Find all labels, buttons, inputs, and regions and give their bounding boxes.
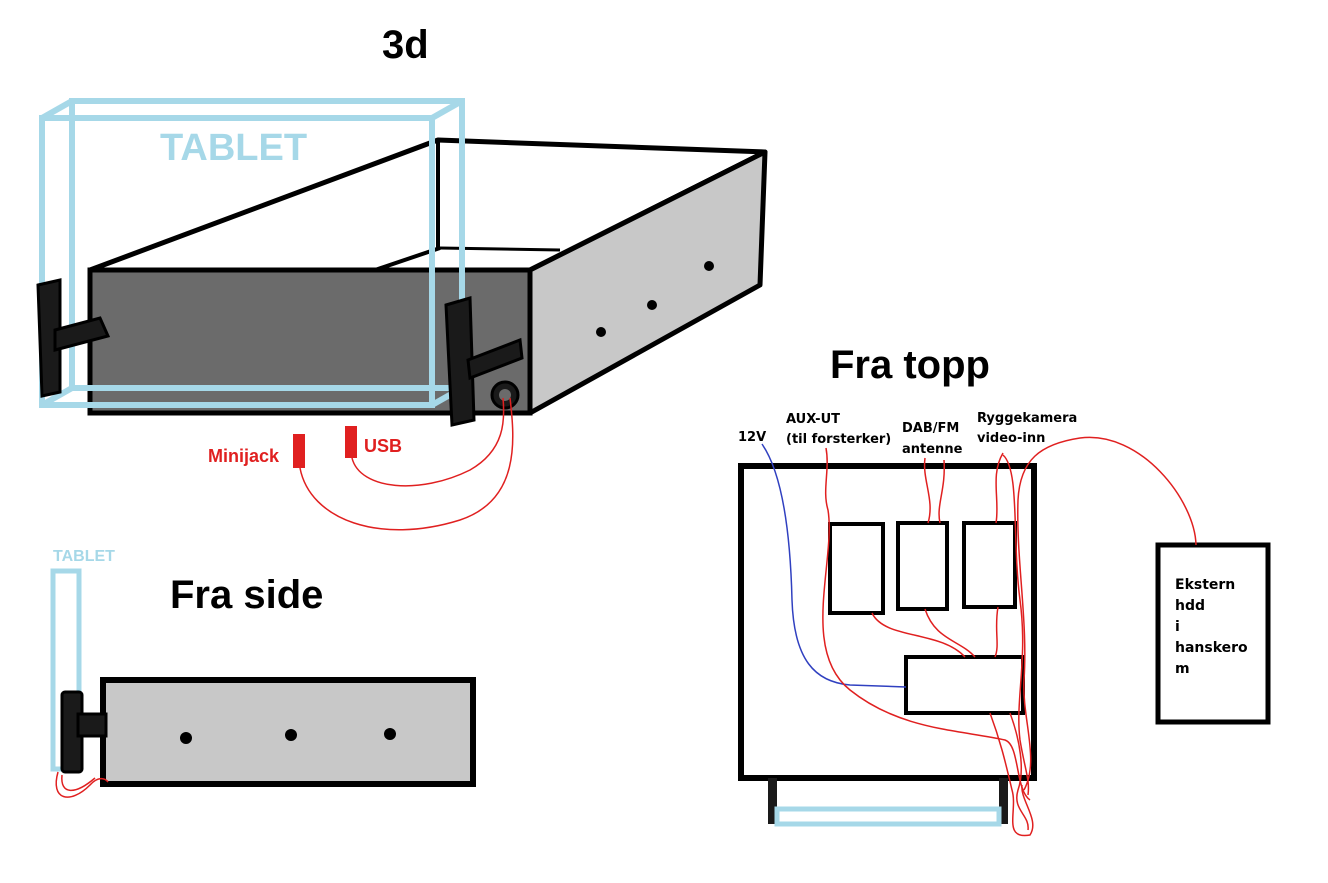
minijack-plug <box>293 434 305 468</box>
usb-label: USB <box>364 436 402 456</box>
top-leg-left <box>768 778 777 824</box>
title-top: Fra topp <box>830 343 990 387</box>
tablet-side-label: TABLET <box>53 548 115 565</box>
wires-red <box>822 436 1197 837</box>
view-top: Fra topp 12V AUX-UT (til forsterker) DAB… <box>738 343 1271 837</box>
module-camera <box>962 521 1017 609</box>
label-aux-line1: AUX-UT <box>786 412 840 427</box>
mount-bracket-right <box>444 296 524 427</box>
view-side: Fra side TABLET <box>50 548 476 798</box>
view-3d: 3d TABLET <box>36 23 768 531</box>
label-camera-line1: Ryggekamera <box>977 411 1077 426</box>
box-side-hole <box>180 732 192 744</box>
title-3d: 3d <box>382 23 429 67</box>
side-cable <box>55 771 109 798</box>
top-leg-right <box>999 778 1008 824</box>
top-enclosure <box>738 463 1037 781</box>
box-side-hole <box>285 729 297 741</box>
label-dab-line1: DAB/FM <box>902 421 959 436</box>
box-3d-hole <box>647 300 657 310</box>
usb-cable <box>351 397 505 487</box>
box-side-hole <box>384 728 396 740</box>
label-aux-line2: (til forsterker) <box>786 432 891 447</box>
mount-bracket-side <box>60 690 108 774</box>
usb-plug <box>345 426 357 458</box>
module-dab <box>896 521 949 611</box>
tablet-3d-frame <box>39 98 465 408</box>
minijack-cable <box>299 397 514 531</box>
box-3d-hole <box>704 261 714 271</box>
main-board <box>904 655 1025 715</box>
module-aux <box>828 522 885 615</box>
label-12v: 12V <box>738 430 766 445</box>
title-side: Fra side <box>170 573 323 617</box>
tablet-3d-label: TABLET <box>160 127 307 169</box>
wire-12v <box>761 443 907 688</box>
label-dab-line2: antenne <box>902 442 963 457</box>
minijack-label: Minijack <box>208 446 280 466</box>
label-camera-line2: video-inn <box>977 431 1045 446</box>
external-hdd-box <box>1155 542 1271 725</box>
tablet-top <box>774 806 1002 827</box>
box-3d-hole <box>596 327 606 337</box>
external-hdd-label: Ekstern hdd i hanskero m <box>1175 577 1253 677</box>
mount-bracket-left <box>36 278 111 398</box>
